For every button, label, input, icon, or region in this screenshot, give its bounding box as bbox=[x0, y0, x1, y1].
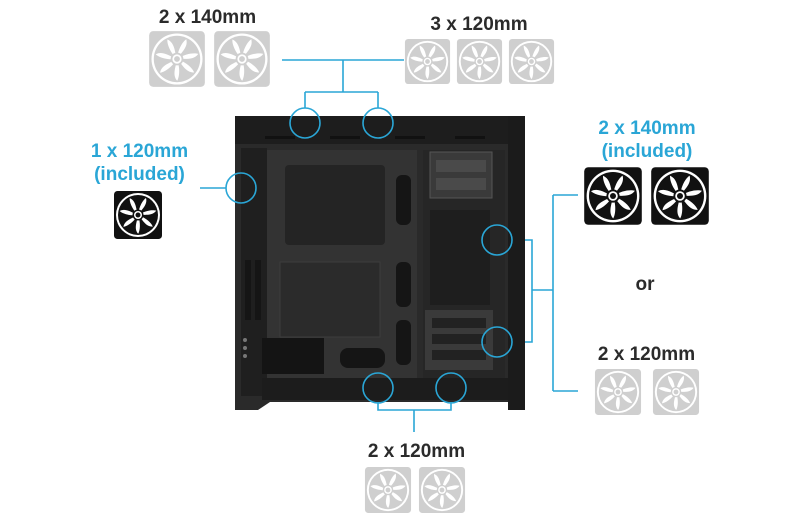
front-connector bbox=[510, 194, 578, 392]
fan-icon-grey bbox=[456, 38, 503, 85]
fan-icon-grey bbox=[213, 30, 271, 88]
label-top-140mm: 2 x 140mm bbox=[158, 7, 257, 28]
label-front-120mm: 2 x 120mm bbox=[597, 344, 696, 365]
label-front-included: (included) bbox=[601, 141, 693, 162]
mount-top-2 bbox=[362, 107, 394, 139]
fan-icon-grey bbox=[148, 30, 206, 88]
mount-top-1 bbox=[289, 107, 321, 139]
mount-front-1 bbox=[481, 224, 513, 256]
mount-bottom-2 bbox=[435, 372, 467, 404]
mount-rear bbox=[225, 172, 257, 204]
fan-icon-grey bbox=[404, 38, 451, 85]
fan-icon-grey bbox=[508, 38, 555, 85]
top-connector bbox=[282, 59, 404, 108]
label-bottom-120mm: 2 x 120mm bbox=[367, 441, 466, 462]
label-front-140mm: 2 x 140mm bbox=[598, 118, 696, 139]
fan-icon-black bbox=[650, 166, 710, 226]
label-top-120mm: 3 x 120mm bbox=[430, 14, 528, 35]
fan-icon-black bbox=[583, 166, 643, 226]
fan-icon-grey bbox=[652, 368, 700, 416]
fan-icon-grey bbox=[418, 466, 466, 514]
label-or: or bbox=[635, 274, 655, 295]
mount-bottom-1 bbox=[362, 372, 394, 404]
fan-icon-black bbox=[113, 190, 163, 240]
label-rear-120mm: 1 x 120mm bbox=[90, 141, 189, 162]
mount-front-2 bbox=[481, 326, 513, 358]
label-rear-included: (included) bbox=[94, 164, 185, 185]
fan-icon-grey bbox=[594, 368, 642, 416]
fan-icon-grey bbox=[364, 466, 412, 514]
